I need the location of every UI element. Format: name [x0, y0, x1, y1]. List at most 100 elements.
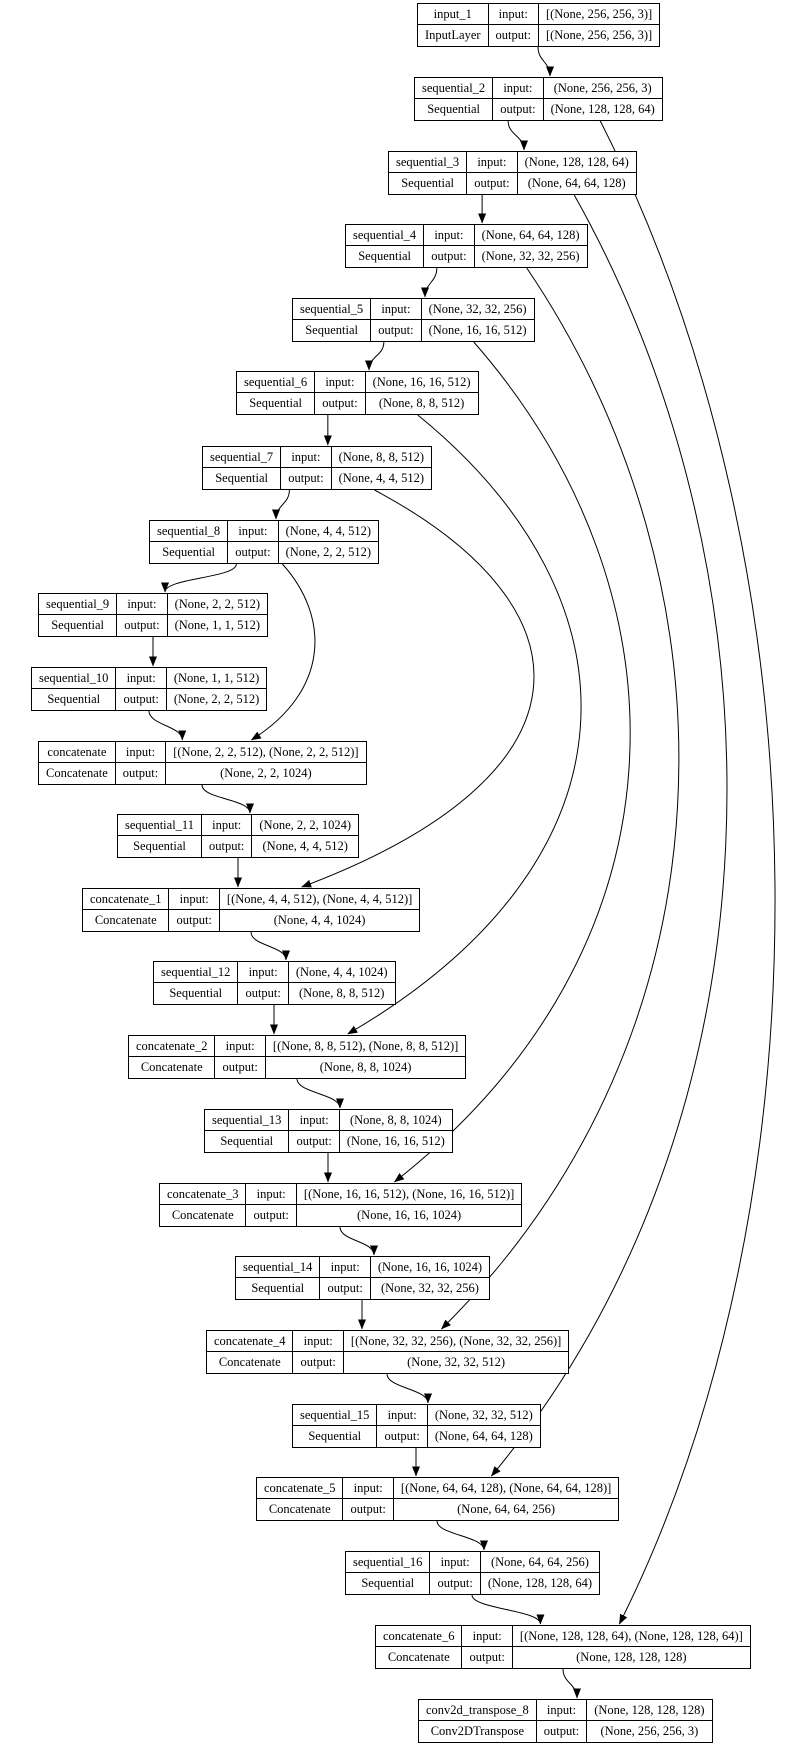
layer-type: Sequential — [39, 614, 117, 635]
edge-sequential_5-sequential_6 — [365, 341, 385, 371]
layer-type: Concatenate — [257, 1498, 343, 1519]
input-label: input: — [280, 447, 330, 468]
input-shape: (None, 64, 64, 128) — [473, 225, 587, 246]
output-label: output: — [342, 1498, 393, 1520]
layer-name: input_1 — [433, 7, 472, 21]
edge-concatenate_5-sequential_16 — [436, 1520, 488, 1551]
layer-type: Concatenate — [376, 1646, 462, 1667]
edge-sequential_7-sequential_8 — [272, 489, 290, 520]
layer-type: Concatenate — [129, 1056, 215, 1077]
input-label: input: — [114, 742, 165, 763]
edge-concatenate_6-conv2d_transpose_8 — [562, 1668, 581, 1699]
layer-type: Sequential — [389, 172, 467, 193]
output-label: output: — [116, 614, 167, 636]
output-shape: [(None, 256, 256, 3)] — [537, 24, 660, 46]
layer-type: InputLayer — [418, 24, 488, 45]
output-label: output: — [288, 1130, 339, 1152]
edge-sequential_5-concatenate_3 — [394, 341, 631, 1183]
input-shape: [(None, 4, 4, 512), (None, 4, 4, 512)] — [218, 889, 419, 910]
output-label: output: — [280, 467, 331, 489]
layer-node-sequential_14: sequential_14 input: (None, 16, 16, 1024… — [235, 1256, 491, 1300]
edge-sequential_8-concatenate — [250, 563, 316, 741]
output-shape: (None, 64, 64, 128) — [426, 1425, 540, 1447]
edge-sequential_8-sequential_9 — [161, 563, 237, 593]
layer-name: concatenate_3 — [167, 1187, 239, 1201]
output-shape: (None, 8, 8, 512) — [364, 392, 478, 414]
input-shape: [(None, 2, 2, 512), (None, 2, 2, 512)] — [165, 742, 365, 763]
layer-name: sequential_3 — [396, 155, 460, 169]
layer-type: Sequential — [118, 835, 201, 856]
layer-type: Concatenate — [207, 1351, 293, 1372]
output-shape: (None, 64, 64, 256) — [392, 1498, 619, 1520]
layer-node-concatenate_2: concatenate_2 input: [(None, 8, 8, 512),… — [128, 1035, 467, 1079]
input-shape: (None, 32, 32, 512) — [426, 1405, 540, 1426]
output-shape: (None, 4, 4, 512) — [330, 467, 432, 489]
layer-node-concatenate: concatenate input: [(None, 2, 2, 512), (… — [38, 741, 367, 785]
input-shape: (None, 16, 16, 1024) — [369, 1257, 489, 1278]
output-label: output: — [114, 762, 166, 784]
output-shape: (None, 16, 16, 1024) — [295, 1204, 522, 1226]
input-label: input: — [288, 1110, 338, 1131]
input-label: input: — [487, 4, 538, 25]
output-label: output: — [292, 1351, 343, 1373]
input-shape: (None, 128, 128, 128) — [586, 1700, 711, 1721]
output-shape: (None, 8, 8, 1024) — [264, 1056, 466, 1078]
layer-type: Sequential — [150, 541, 228, 562]
layer-name: sequential_6 — [244, 375, 308, 389]
layer-node-sequential_10: sequential_10 input: (None, 1, 1, 512) S… — [31, 667, 268, 711]
edge-sequential_2-concatenate_6 — [599, 120, 776, 1625]
input-label: input: — [429, 1552, 479, 1573]
layer-type: Concatenate — [39, 762, 115, 783]
layer-type: Sequential — [205, 1130, 289, 1151]
input-label: input: — [214, 1036, 264, 1057]
layer-node-sequential_2: sequential_2 input: (None, 256, 256, 3) … — [414, 77, 663, 121]
layer-type: Concatenate — [160, 1204, 246, 1225]
output-shape: (None, 32, 32, 512) — [342, 1351, 569, 1373]
input-shape: (None, 256, 256, 3) — [542, 78, 662, 99]
input-label: input: — [535, 1700, 586, 1721]
input-shape: (None, 8, 8, 1024) — [338, 1110, 452, 1131]
output-label: output: — [314, 392, 365, 414]
layer-type: Sequential — [154, 982, 238, 1003]
output-label: output: — [376, 1425, 427, 1447]
output-shape: (None, 2, 2, 512) — [277, 541, 379, 563]
input-shape: (None, 4, 4, 1024) — [287, 962, 395, 983]
layer-node-conv2d_transpose_8: conv2d_transpose_8 input: (None, 128, 12… — [418, 1699, 713, 1743]
layer-type: Conv2DTranspose — [419, 1720, 536, 1741]
output-shape: (None, 2, 2, 1024) — [165, 762, 366, 784]
layer-name: sequential_10 — [39, 671, 109, 685]
layer-node-sequential_4: sequential_4 input: (None, 64, 64, 128) … — [345, 224, 588, 268]
input-shape: (None, 8, 8, 512) — [330, 447, 431, 468]
input-shape: [(None, 256, 256, 3)] — [537, 4, 659, 25]
input-shape: (None, 64, 64, 256) — [479, 1552, 599, 1573]
input-shape: [(None, 8, 8, 512), (None, 8, 8, 512)] — [264, 1036, 465, 1057]
input-shape: (None, 32, 32, 256) — [420, 299, 534, 320]
layer-name: sequential_4 — [353, 228, 417, 242]
layer-node-sequential_7: sequential_7 input: (None, 8, 8, 512) Se… — [202, 446, 433, 490]
layer-name: sequential_9 — [46, 597, 110, 611]
output-label: output: — [535, 1720, 587, 1742]
input-shape: (None, 128, 128, 64) — [516, 152, 636, 173]
input-shape: [(None, 64, 64, 128), (None, 64, 64, 128… — [392, 1478, 618, 1499]
layer-node-sequential_11: sequential_11 input: (None, 2, 2, 1024) … — [117, 814, 360, 858]
output-label: output: — [429, 1572, 480, 1594]
edge-sequential_3-concatenate_5 — [491, 194, 728, 1477]
layer-node-sequential_16: sequential_16 input: (None, 64, 64, 256)… — [345, 1551, 601, 1595]
input-label: input: — [319, 1257, 369, 1278]
input-label: input: — [423, 225, 473, 246]
output-label: output: — [214, 1056, 265, 1078]
layer-name: sequential_13 — [212, 1113, 282, 1127]
layer-node-sequential_8: sequential_8 input: (None, 4, 4, 512) Se… — [149, 520, 380, 564]
layer-name: concatenate_1 — [90, 892, 162, 906]
edge-sequential_7-concatenate_1 — [301, 489, 535, 888]
output-shape: (None, 4, 4, 1024) — [218, 909, 420, 931]
layer-type: Sequential — [346, 245, 424, 266]
layer-name: sequential_7 — [210, 450, 274, 464]
input-label: input: — [376, 1405, 426, 1426]
output-shape: (None, 64, 64, 128) — [516, 172, 636, 194]
layer-type: Sequential — [293, 319, 371, 340]
output-label: output: — [492, 98, 543, 120]
output-shape: (None, 16, 16, 512) — [338, 1130, 452, 1152]
